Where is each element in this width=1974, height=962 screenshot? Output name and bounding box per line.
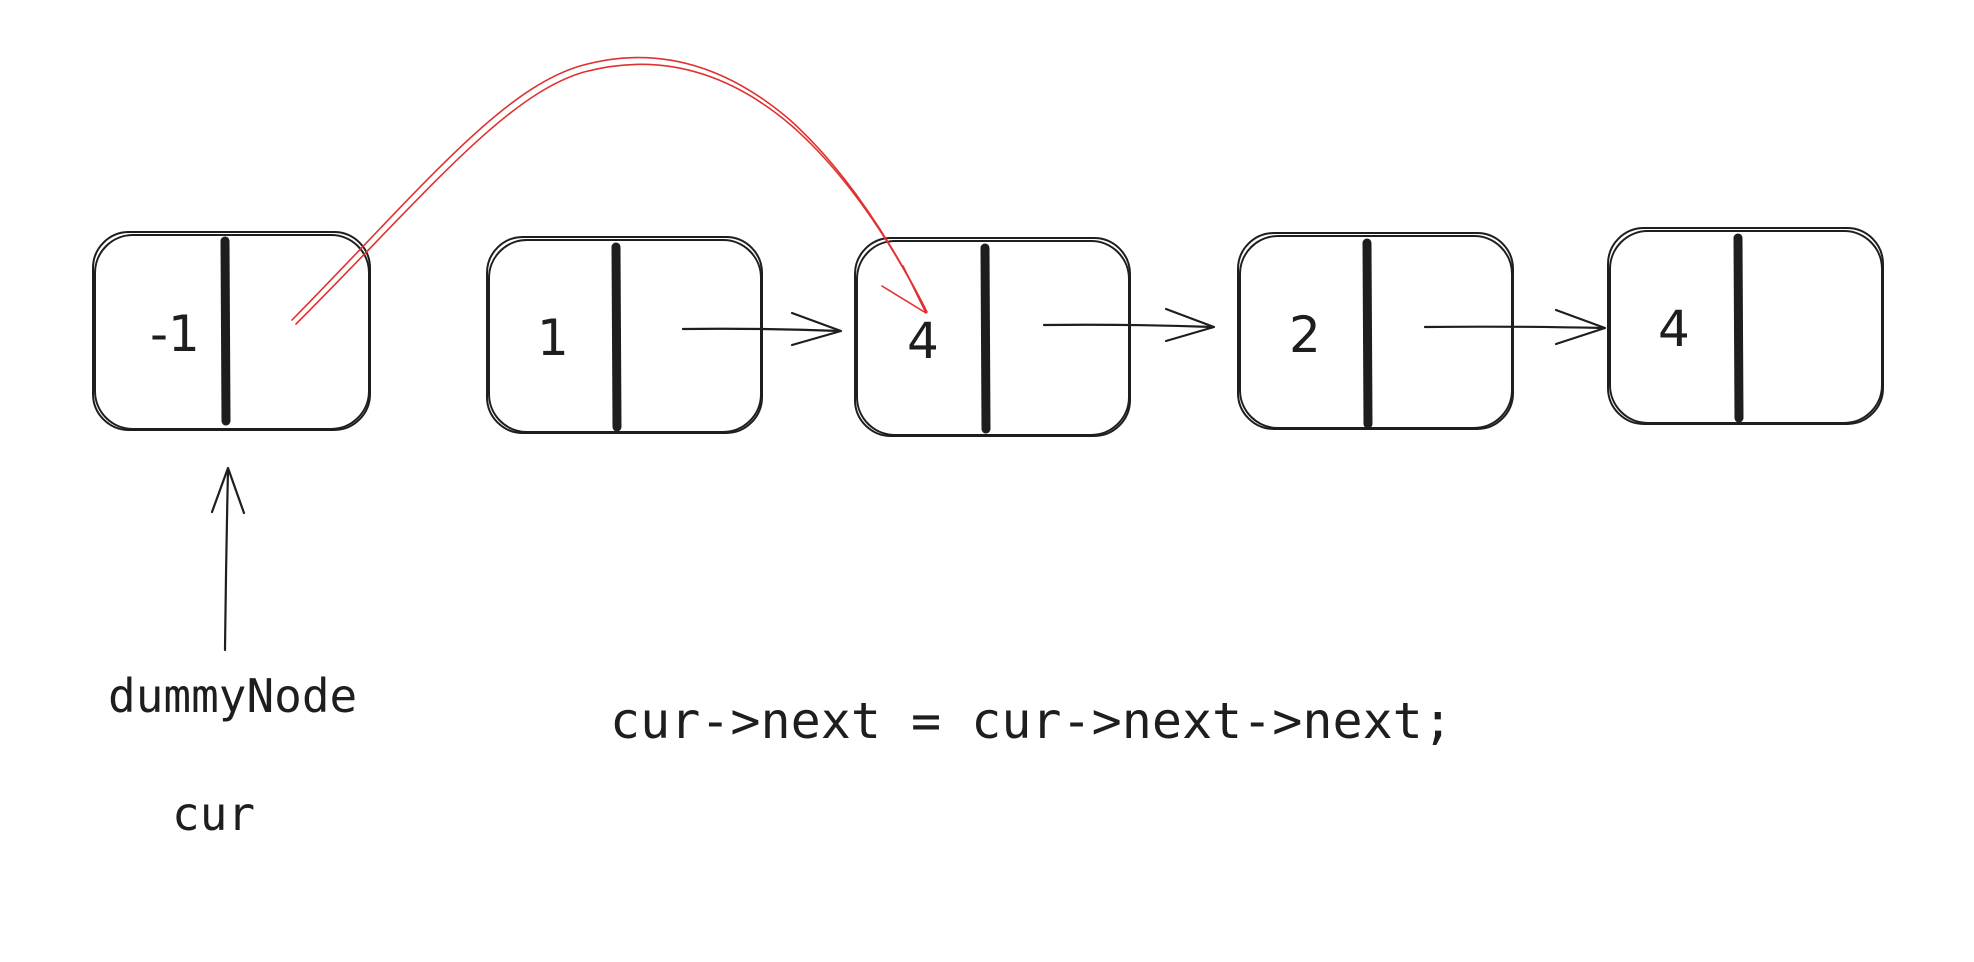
bypass-arrow-shaft bbox=[291, 56, 926, 321]
node-value: 4 bbox=[1658, 300, 1690, 358]
node-divider bbox=[611, 242, 622, 432]
node-value: 4 bbox=[907, 312, 939, 370]
node-box bbox=[1237, 232, 1514, 430]
node-divider bbox=[1362, 238, 1373, 429]
cur-label: cur bbox=[172, 787, 255, 841]
node-divider bbox=[980, 243, 991, 434]
node-box-sketch bbox=[1239, 235, 1513, 429]
node-value: 2 bbox=[1289, 306, 1321, 364]
bypass-arrow-shaft-sketch bbox=[295, 63, 928, 325]
node-box-sketch bbox=[1609, 230, 1883, 424]
next-arrow bbox=[1423, 308, 1607, 346]
list-node: 4 bbox=[1607, 227, 1884, 425]
next-arrow bbox=[1042, 307, 1216, 343]
arrow-shaft bbox=[223, 468, 230, 652]
node-box bbox=[854, 237, 1131, 437]
node-value: -1 bbox=[150, 305, 200, 363]
arrow-shaft bbox=[1042, 323, 1215, 329]
node-box-sketch bbox=[488, 239, 762, 433]
node-value: 1 bbox=[537, 309, 569, 367]
node-box bbox=[92, 231, 371, 431]
code-statement: cur->next = cur->next->next; bbox=[610, 692, 1453, 750]
list-node: 1 bbox=[486, 236, 763, 434]
arrow-head bbox=[1164, 307, 1216, 343]
arrow-head bbox=[1554, 308, 1607, 346]
list-node: 4 bbox=[854, 237, 1131, 437]
arrow-shaft bbox=[681, 327, 842, 333]
bypass-arrow-head bbox=[881, 265, 927, 314]
arrow-head bbox=[210, 466, 246, 515]
dummy-node-label: dummyNode bbox=[108, 669, 357, 723]
arrow-head bbox=[790, 311, 843, 347]
node-divider bbox=[1733, 233, 1744, 423]
node-box bbox=[486, 236, 763, 434]
node-box-sketch bbox=[856, 240, 1130, 436]
bypass-arrow bbox=[291, 56, 928, 325]
arrow-shaft bbox=[1423, 325, 1606, 330]
list-node: -1 bbox=[92, 231, 371, 431]
node-box-sketch bbox=[94, 234, 370, 430]
list-node: 2 bbox=[1237, 232, 1514, 430]
pointer-arrow bbox=[210, 466, 246, 652]
next-arrow bbox=[681, 311, 843, 347]
node-box bbox=[1607, 227, 1884, 425]
node-divider bbox=[220, 236, 231, 426]
